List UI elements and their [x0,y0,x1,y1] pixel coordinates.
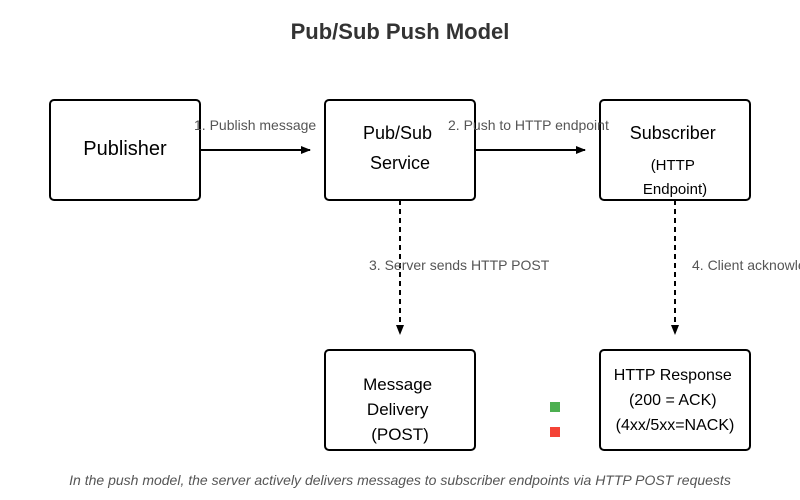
ack-legend-square [550,402,560,412]
pubsub-service-label: Pub/Sub Service [363,123,437,173]
http-response-box [599,349,751,451]
message-delivery-box [324,349,476,451]
publish-edge-label: 1. Publish message [194,117,316,133]
pubsub-service-box [324,99,476,201]
nack-legend-square [550,427,560,437]
publisher-label: Publisher [83,138,167,160]
push-edge-label: 2. Push to HTTP endpoint [448,117,609,133]
http-post-edge-label: 3. Server sends HTTP POST [369,257,550,273]
acknowledge-edge-label: 4. Client acknowledges [692,257,800,273]
http-response-label: HTTP Response (200 = ACK) (4xx/5xx=NACK) [614,367,736,434]
message-delivery-label: Message Delivery (POST) [363,375,437,444]
diagram-caption: In the push model, the server actively d… [69,472,731,488]
diagram-title: Pub/Sub Push Model [291,19,510,44]
subscriber-label: Subscriber (HTTP Endpoint) [630,123,721,198]
